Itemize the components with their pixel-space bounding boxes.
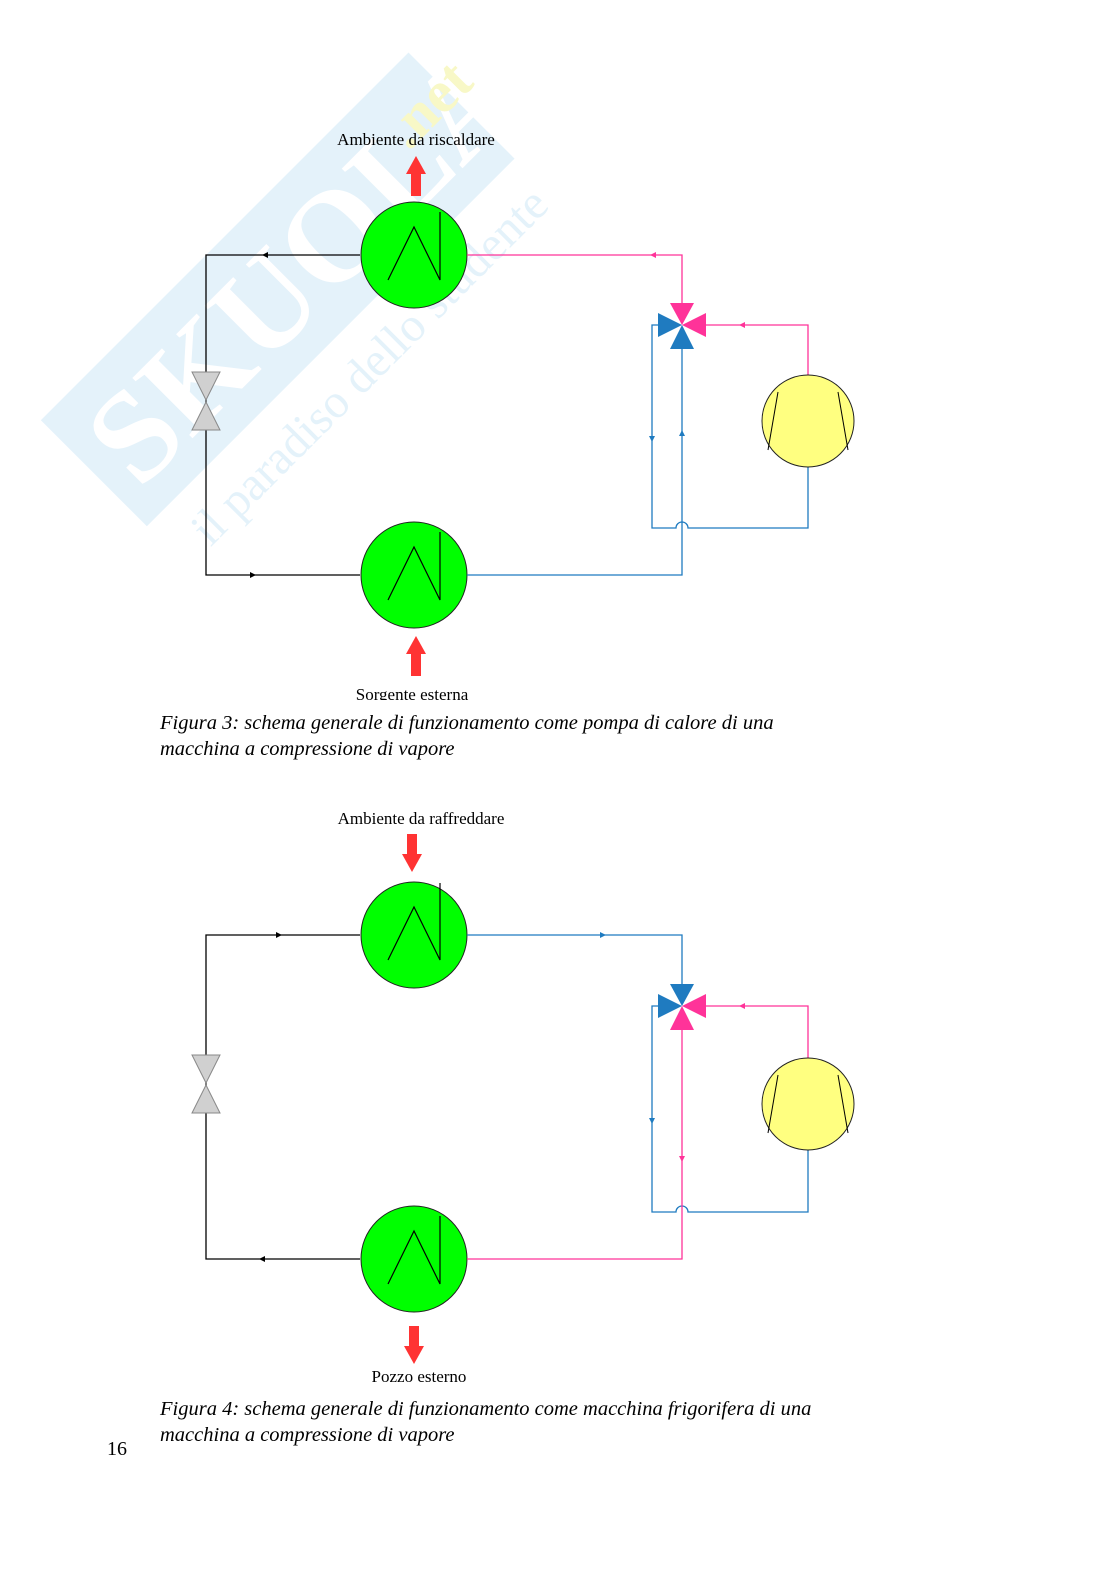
label-ambiente-raffreddare: Ambiente da raffreddare [338,809,505,828]
figure-4-caption-line1: Figura 4: schema generale di funzionamen… [160,1398,812,1420]
flow-arrow-icon [650,252,656,258]
four-way-valve-icon [658,984,706,1030]
flow-arrow-icon [739,1003,745,1009]
flow-arrow-icon [649,1118,655,1124]
flow-arrow-icon [250,572,256,578]
compressor-discharge-line [706,1005,809,1058]
cold-vapor-line [467,349,683,576]
compressor-suction-line [651,324,809,529]
hot-gas-line [467,254,683,303]
figure-4-caption-line2: macchina a compressione di vapore [160,1424,455,1446]
heat-in-arrow-icon [402,834,422,872]
compressor-icon [761,1057,855,1151]
label-sorgente-esterna: Sorgente esterna [356,685,469,700]
four-way-valve-icon [658,303,706,349]
figure-3-diagram: Ambiente da riscaldare [191,130,855,700]
expansion-valve-icon [191,371,221,431]
flow-arrow-icon [739,322,745,328]
watermark-band [40,52,515,527]
figure-4-caption: Figura 4: schema generale di funzionamen… [160,1396,940,1448]
refrigerant-line-liquid [205,934,360,1260]
condenser-heat-exchanger-icon [360,1205,468,1313]
label-ambiente-riscaldare: Ambiente da riscaldare [337,130,495,149]
evaporator-heat-exchanger-icon [360,881,468,989]
heat-out-arrow-icon [404,1326,424,1364]
refrigerant-line-liquid [205,254,360,576]
cold-vapor-line [467,934,683,984]
heat-out-arrow-icon [406,156,426,196]
heat-in-arrow-icon [406,636,426,676]
flow-arrow-icon [262,252,268,258]
compressor-icon [761,374,855,468]
flow-arrow-icon [259,1256,265,1262]
compressor-discharge-line [706,324,809,376]
figure-3-caption-line1: Figura 3: schema generale di funzionamen… [160,712,774,734]
condenser-heat-exchanger-icon [360,201,468,309]
label-pozzo-esterno: Pozzo esterno [372,1367,467,1386]
flow-arrow-icon [600,932,606,938]
flow-arrow-icon [276,932,282,938]
flow-arrow-icon [649,436,655,442]
hot-gas-line [467,1030,683,1260]
figure-4-diagram: Ambiente da raffreddare [191,809,855,1386]
flow-arrow-icon [679,1156,685,1162]
compressor-suction-line [651,1005,809,1213]
figure-3-caption: Figura 3: schema generale di funzionamen… [160,710,940,762]
watermark: SKUOLA .net il paradiso dello studente [40,21,559,555]
page-number: 16 [107,1438,127,1460]
figure-3-caption-line2: macchina a compressione di vapore [160,738,455,760]
evaporator-heat-exchanger-icon [360,521,468,629]
flow-arrow-icon [679,430,685,436]
expansion-valve-icon [191,1054,221,1114]
